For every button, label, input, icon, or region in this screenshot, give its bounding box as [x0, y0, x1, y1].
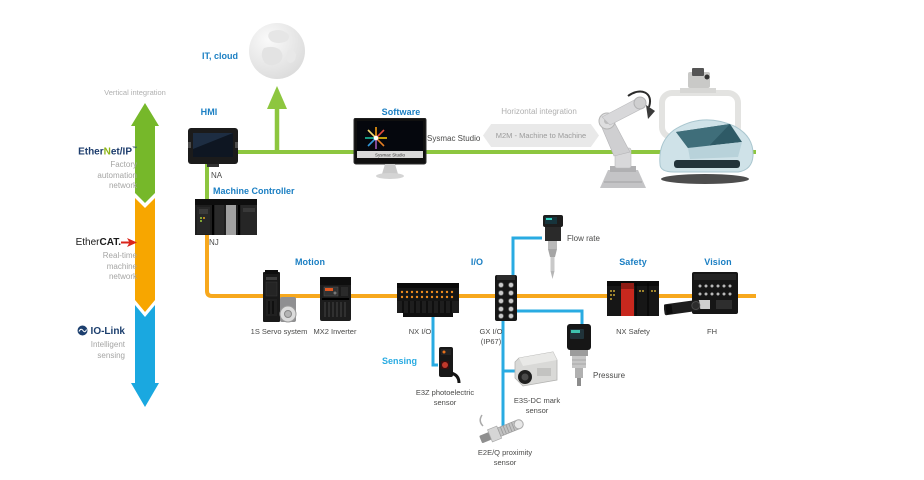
e3z-label: E3Z photoelectric sensor — [415, 388, 475, 407]
gx-io-device-image — [495, 275, 517, 321]
io-link-block: IO-Link Intelligent sensing — [5, 325, 125, 361]
ethercat-logo: EtherCAT. — [17, 237, 137, 248]
sysmac-studio-caption: Sysmac Studio — [427, 134, 481, 143]
ethernet-ip-desc: Factory automation network — [97, 160, 137, 191]
sysmac-starburst-icon — [365, 127, 387, 149]
flow-rate-label: Flow rate — [567, 234, 600, 243]
nx-safety-label: NX Safety — [616, 327, 650, 336]
io-link-name: IO-Link — [90, 326, 125, 337]
line-nxio-e3z — [431, 310, 438, 367]
vertical-integration-arrows — [131, 103, 159, 407]
motion-label: Motion — [294, 257, 326, 267]
hmi-device-image — [188, 128, 238, 167]
ethernet-ip-block: EtherNet/IP™ Factory automation network — [17, 146, 137, 192]
ethernet-ip-logo: EtherNet/IP™ — [17, 146, 137, 157]
ethernet-ip-prefix: Ether — [78, 146, 104, 158]
software-monitor-image: Sysmac Studio — [353, 118, 427, 179]
inverter-device-image — [320, 277, 351, 321]
io-link-logo: IO-Link — [5, 325, 125, 337]
e3s-label: E3S-DC mark sensor — [513, 396, 561, 415]
vision-label: Vision — [704, 257, 732, 267]
io-link-desc: Intelligent sensing — [90, 340, 125, 360]
fh-device-image — [664, 272, 738, 316]
ethernet-ip-tm: ™ — [132, 146, 137, 152]
hmi-label: HMI — [200, 107, 218, 117]
e3z-sensor-image — [439, 347, 461, 384]
nx-io-device-image — [397, 283, 459, 317]
horizontal-integration-label: Horizontal integration — [501, 107, 577, 116]
cloud-arrow-head-icon — [267, 86, 287, 109]
ethercat-prefix: Ether — [75, 237, 100, 248]
pressure-sensor-image — [567, 324, 591, 386]
globe-icon — [249, 23, 305, 79]
fh-label: FH — [707, 327, 717, 336]
car-illustration — [659, 68, 754, 184]
e3s-sensor-image — [514, 351, 558, 387]
orange-arrow-segment — [135, 198, 155, 312]
ethercat-bold: CAT. — [99, 237, 121, 248]
blue-down-arrow — [131, 305, 159, 407]
line-gxio-flow — [511, 236, 542, 278]
sysmac-screen-title: Sysmac Studio — [375, 153, 406, 158]
ethercat-line — [205, 232, 756, 298]
vertical-integration-label: Vertical integration — [104, 88, 166, 97]
machine-controller-label: Machine Controller — [213, 186, 295, 196]
e2e-label: E2E/Q proximity sensor — [477, 448, 533, 467]
hmi-model-label: NA — [211, 171, 223, 180]
nx-io-label: NX I/O — [408, 327, 432, 336]
ethercat-arrow-icon — [121, 237, 137, 247]
pressure-label: Pressure — [593, 371, 626, 380]
sensing-label: Sensing — [382, 356, 418, 366]
ethercat-desc: Real-time machine network — [102, 251, 137, 281]
nx-safety-device-image — [607, 281, 659, 316]
machine-controller-device-image — [195, 199, 257, 235]
servo-label: 1S Servo system — [250, 327, 308, 336]
ethercat-block: EtherCAT. Real-time machine network — [17, 237, 137, 283]
it-cloud-label: IT, cloud — [202, 51, 238, 61]
ethernet-ip-suffix: et/IP — [110, 146, 132, 158]
io-link-icon — [77, 325, 88, 336]
controller-model-label: NJ — [209, 238, 219, 247]
e2e-sensor-image — [479, 414, 524, 444]
green-up-arrow — [131, 103, 159, 203]
gx-io-label: GX I/O (IP67) — [479, 327, 503, 346]
ethernet-ip-accent: N — [103, 146, 111, 158]
m2m-banner: M2M - Machine to Machine — [483, 124, 599, 147]
flow-sensor-image — [543, 215, 563, 279]
safety-label: Safety — [619, 257, 647, 267]
robot-arm-illustration — [598, 90, 655, 188]
software-label: Software — [381, 107, 421, 117]
inverter-label: MX2 Inverter — [313, 327, 357, 336]
io-label: I/O — [470, 257, 484, 267]
servo-device-image — [263, 270, 297, 323]
